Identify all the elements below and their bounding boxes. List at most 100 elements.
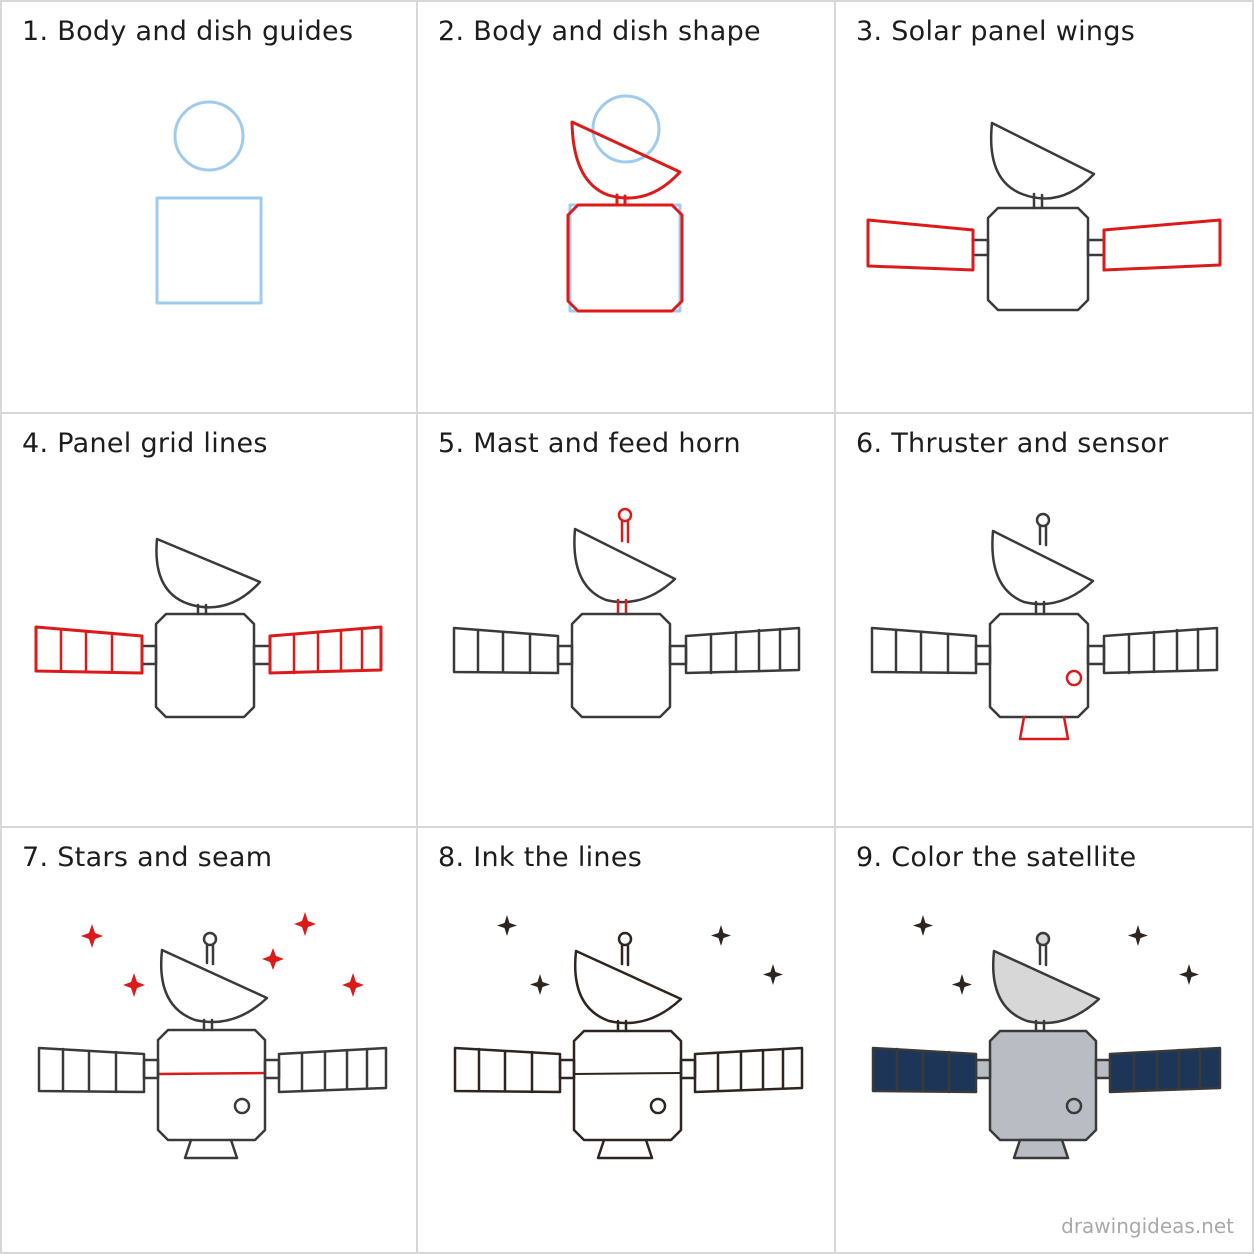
dish: [573, 527, 677, 604]
watermark: drawingideas.net: [1061, 1214, 1234, 1238]
right-solar-panel: [1108, 1046, 1222, 1094]
step-panel-9: 9. Color the satellite drawingideas.net: [836, 828, 1254, 1254]
star-icon: [530, 974, 550, 995]
right-solar-panel: [693, 1046, 804, 1094]
star-icon: [913, 915, 933, 936]
thruster: [596, 1138, 654, 1160]
body-seam: [573, 1072, 682, 1075]
dish: [989, 121, 1096, 200]
right-panel-grid: [1127, 627, 1200, 675]
star-icon: [497, 915, 517, 936]
star-icon: [952, 974, 972, 995]
step-caption-5: 5. Mast and feed horn: [438, 428, 741, 459]
left-panel-grid: [477, 1047, 534, 1094]
dish: [991, 529, 1095, 606]
mast: [620, 944, 630, 967]
dish-shape: [570, 120, 682, 200]
mast: [620, 520, 630, 544]
step-caption-6: 6. Thruster and sensor: [856, 428, 1169, 459]
feed-horn: [202, 931, 218, 947]
right-panel-grid: [292, 627, 364, 675]
step-drawing-4: [34, 537, 383, 719]
step-panel-1: 1. Body and dish guides: [0, 0, 418, 414]
right-arm: [252, 644, 272, 666]
star-icon: [342, 973, 364, 997]
body-seam: [156, 1071, 267, 1076]
step-caption-8: 8. Ink the lines: [438, 842, 643, 873]
left-panel-grid: [894, 628, 950, 675]
left-solar-panel: [871, 1046, 978, 1094]
step-panel-5: 5. Mast and feed horn: [418, 414, 836, 828]
right-solar-panel: [1102, 626, 1219, 675]
step-panel-4: 4. Panel grid lines: [0, 414, 418, 828]
dish-stalk: [202, 1018, 214, 1032]
star-icon: [1179, 964, 1199, 985]
left-solar-panel: [37, 1046, 146, 1094]
star-icon: [262, 948, 284, 970]
right-arm: [1094, 1058, 1112, 1080]
body-shape: [566, 203, 684, 313]
right-arm: [1086, 238, 1106, 257]
left-arm: [974, 644, 992, 666]
step-drawing-3: [866, 121, 1222, 312]
step-drawing-6: [870, 512, 1219, 741]
right-arm: [263, 1058, 281, 1080]
dish: [155, 537, 262, 609]
dish: [160, 948, 269, 1024]
right-arm: [668, 644, 688, 666]
star-icon: [81, 924, 103, 948]
left-solar-panel: [453, 1046, 562, 1094]
left-arm: [556, 644, 574, 666]
step-panel-8: 8. Ink the lines: [418, 828, 836, 1254]
mast: [1038, 524, 1048, 547]
feed-horn: [1035, 931, 1051, 947]
star-icon: [711, 925, 731, 946]
step-caption-7: 7. Stars and seam: [22, 842, 273, 873]
left-arm: [971, 238, 990, 257]
feed-horn: [1035, 512, 1051, 528]
dish-stalk: [1034, 1019, 1046, 1033]
left-arm: [974, 1058, 992, 1080]
left-panel-grid: [895, 1047, 951, 1094]
thruster: [1012, 1138, 1070, 1160]
step-caption-4: 4. Panel grid lines: [22, 428, 268, 459]
stars: [913, 915, 1199, 995]
mast: [205, 944, 215, 966]
sensor: [649, 1097, 667, 1115]
dish-guide-circle: [591, 94, 661, 164]
left-panel-grid: [476, 628, 532, 675]
body-guide-square: [155, 196, 263, 305]
right-panel-grid: [300, 1047, 369, 1093]
left-solar-panel: [452, 626, 560, 675]
step-panel-3: 3. Solar panel wings: [836, 0, 1254, 414]
thruster: [183, 1138, 239, 1160]
satellite-body: [988, 612, 1090, 719]
satellite-body: [988, 1029, 1098, 1142]
star-icon: [1128, 925, 1148, 946]
left-solar-panel: [34, 625, 144, 675]
left-panel-grid: [59, 627, 114, 674]
body-guide-square: [568, 203, 682, 313]
star-icon: [294, 912, 316, 936]
sensor: [1065, 1097, 1083, 1115]
dish-stalk: [616, 1019, 628, 1033]
step-caption-9: 9. Color the satellite: [856, 842, 1137, 873]
dish-guide-circle: [173, 100, 245, 172]
right-solar-panel: [1102, 218, 1222, 272]
dish: [574, 949, 683, 1025]
satellite-body: [986, 206, 1090, 312]
dish-stalk: [196, 603, 208, 616]
stars: [497, 915, 783, 995]
satellite-body: [156, 1028, 267, 1142]
step-panel-2: 2. Body and dish shape: [418, 0, 836, 414]
step-drawing-7: [37, 912, 388, 1160]
dish: [992, 949, 1101, 1025]
mast: [1038, 944, 1048, 967]
dish-stalk: [1032, 192, 1044, 210]
thruster: [1018, 715, 1070, 741]
right-solar-panel: [684, 626, 801, 675]
left-arm: [142, 1058, 160, 1080]
left-panel-grid: [61, 1047, 118, 1094]
satellite-body: [572, 1029, 683, 1142]
satellite-body: [570, 612, 672, 719]
